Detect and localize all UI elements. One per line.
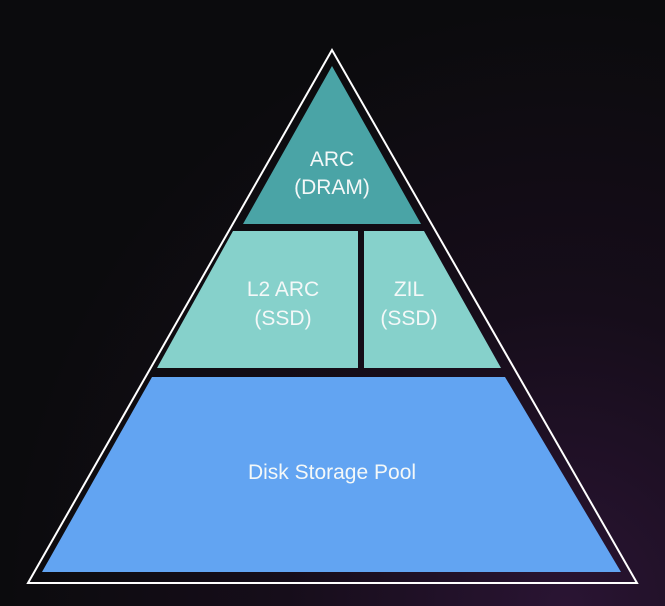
tier-zil-shape: [364, 231, 501, 368]
pyramid-outline: [26, 47, 639, 584]
tier-pool-shape: [42, 377, 621, 572]
tier-l2arc-label-line1: L2 ARC: [247, 278, 319, 301]
tier-arc-label-line1: ARC: [310, 148, 354, 171]
tier-zil-label-line2: (SSD): [380, 307, 437, 330]
tier-l2arc-label-line2: (SSD): [254, 307, 311, 330]
tier-arc-shape: [243, 66, 421, 224]
tier-pool-label: Disk Storage Pool: [248, 461, 416, 484]
tier-l2arc-shape: [157, 231, 358, 368]
tier-arc-label-line2: (DRAM): [294, 176, 370, 199]
tier-zil-label-line1: ZIL: [394, 278, 424, 301]
